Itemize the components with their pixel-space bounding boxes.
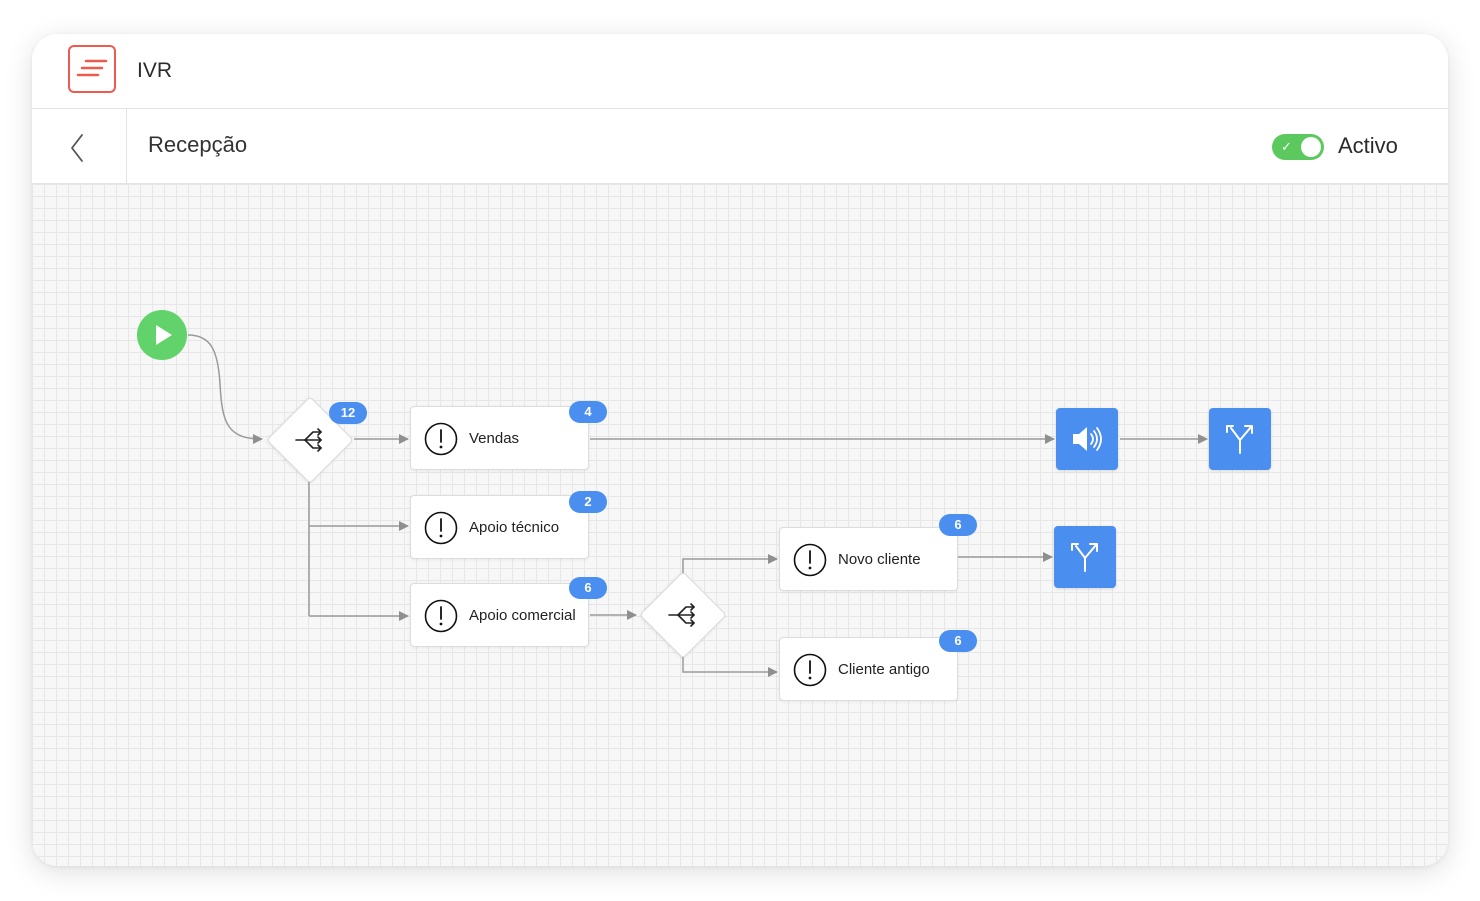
alert-circle-icon xyxy=(793,653,827,687)
option-badge: 6 xyxy=(569,577,607,599)
alert-circle-icon xyxy=(424,599,458,633)
option-label: Apoio comercial xyxy=(469,607,576,624)
option-node-novo-cliente[interactable]: Novo cliente xyxy=(779,527,958,591)
app-window: IVR Recepção ✓ Activo xyxy=(32,34,1448,866)
speaker-icon xyxy=(1073,427,1102,451)
toggle-knob xyxy=(1301,137,1321,157)
flow-canvas[interactable]: 12 Vendas 4 Apoio técnico 2 xyxy=(32,184,1448,866)
page-header: Recepção ✓ Activo xyxy=(32,109,1448,184)
active-toggle[interactable]: ✓ xyxy=(1272,134,1324,160)
option-node-vendas[interactable]: Vendas xyxy=(410,406,589,470)
branch-split-icon[interactable] xyxy=(294,424,326,456)
flow-connectors xyxy=(187,334,1208,677)
page-title: Recepção xyxy=(148,132,248,157)
route-node[interactable] xyxy=(1209,408,1271,470)
option-node-cliente-antigo[interactable]: Cliente antigo xyxy=(779,637,958,701)
back-button[interactable] xyxy=(32,109,127,183)
option-badge: 2 xyxy=(569,491,607,513)
option-badge: 6 xyxy=(939,630,977,652)
option-label: Apoio técnico xyxy=(469,519,560,536)
check-icon: ✓ xyxy=(1281,139,1292,154)
alert-circle-icon xyxy=(793,543,827,577)
option-label: Novo cliente xyxy=(838,551,921,568)
option-label: Cliente antigo xyxy=(838,661,930,678)
option-badge: 6 xyxy=(939,514,977,536)
option-badge: 4 xyxy=(569,401,607,423)
app-title: IVR xyxy=(137,59,173,82)
option-label: Vendas xyxy=(469,430,520,447)
alert-circle-icon xyxy=(424,511,458,545)
start-node[interactable] xyxy=(137,310,187,360)
menu-logo-icon[interactable] xyxy=(68,45,116,93)
play-icon xyxy=(156,325,172,345)
menu-node-main-badge: 12 xyxy=(329,402,367,424)
play-audio-node[interactable] xyxy=(1056,408,1118,470)
active-toggle-label: Activo xyxy=(1338,133,1398,158)
option-node-apoio-comercial[interactable]: Apoio comercial xyxy=(410,583,589,647)
option-node-apoio-tecnico[interactable]: Apoio técnico xyxy=(410,495,589,559)
branch-split-icon[interactable] xyxy=(667,599,699,631)
route-icon xyxy=(1071,543,1098,572)
chevron-left-icon xyxy=(71,134,83,162)
top-bar: IVR xyxy=(32,34,1448,109)
alert-circle-icon xyxy=(424,422,458,456)
route-node-2[interactable] xyxy=(1054,526,1116,588)
route-icon xyxy=(1226,425,1253,454)
